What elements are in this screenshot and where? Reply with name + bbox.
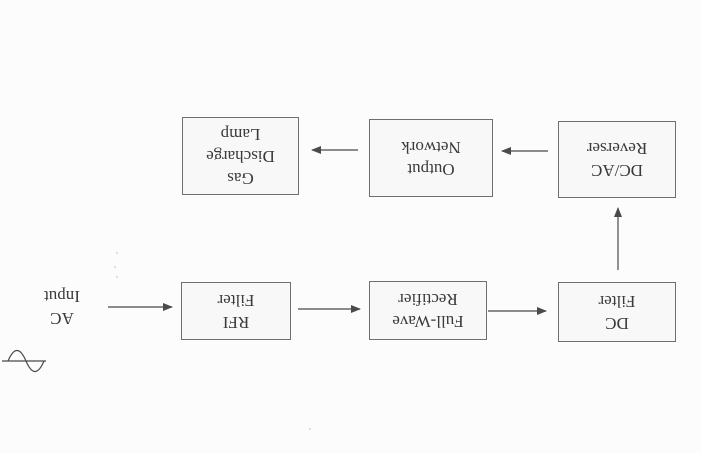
output-network-line1: Output [407, 160, 455, 179]
dc-filter-block: DC Filter [558, 282, 676, 342]
ac-input-line1: AC [50, 309, 74, 328]
rectifier-block: Full-Wave Rectifier [369, 281, 487, 340]
rectifier-line2: Rectifier [398, 290, 458, 310]
ac-input-label: AC Input [22, 285, 102, 329]
output-network-block: Output Network [369, 119, 493, 197]
lamp-line1: Gas [227, 169, 254, 188]
rfi-filter-line1: RFI [222, 313, 250, 332]
output-network-line2: Network [401, 138, 461, 157]
ac-input-line2: Input [44, 287, 80, 306]
rectifier-line1: Full-Wave [392, 312, 464, 332]
gas-discharge-lamp-block: Gas Discharge Lamp [182, 117, 299, 195]
reverser-line1: DC/AC [591, 161, 643, 181]
lamp-line2: Discharge [206, 147, 275, 166]
rfi-filter-line2: Filter [217, 291, 255, 310]
reverser-block: DC/AC Reverser [558, 121, 676, 198]
rfi-filter-block: RFI Filter [181, 282, 291, 340]
dc-filter-line1: DC [605, 314, 629, 333]
dc-filter-line2: Filter [598, 292, 636, 311]
lamp-line3: Lamp [220, 125, 261, 144]
reverser-line2: Reverser [586, 139, 648, 159]
